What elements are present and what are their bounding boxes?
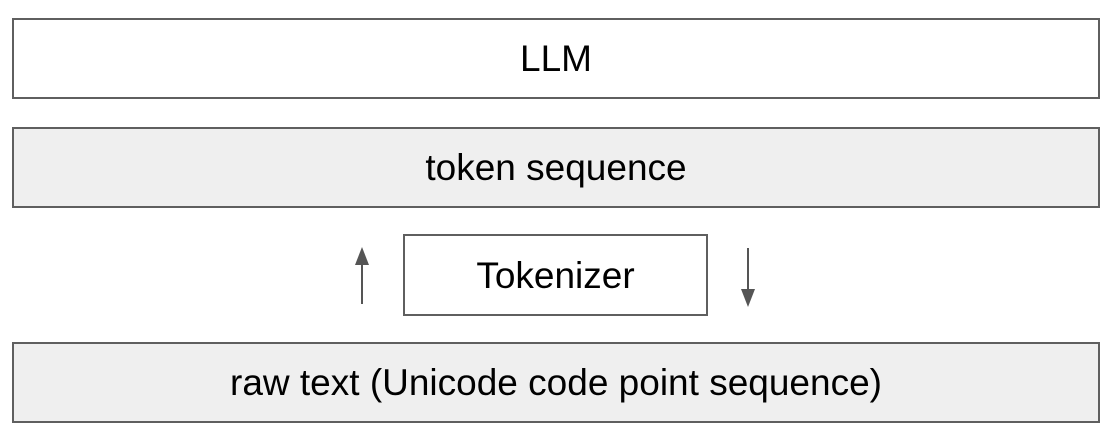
arrow-up-icon: [355, 247, 369, 304]
raw-text-label: raw text (Unicode code point sequence): [230, 362, 882, 403]
tokenizer-label: Tokenizer: [476, 254, 635, 296]
token-sequence-label: token sequence: [425, 147, 687, 188]
token-sequence-box: token sequence: [12, 127, 1100, 208]
llm-box: LLM: [12, 18, 1100, 99]
raw-text-box: raw text (Unicode code point sequence): [12, 342, 1100, 423]
llm-label: LLM: [520, 38, 592, 79]
arrow-down-icon: [741, 248, 755, 307]
tokenizer-box: Tokenizer: [403, 234, 708, 316]
